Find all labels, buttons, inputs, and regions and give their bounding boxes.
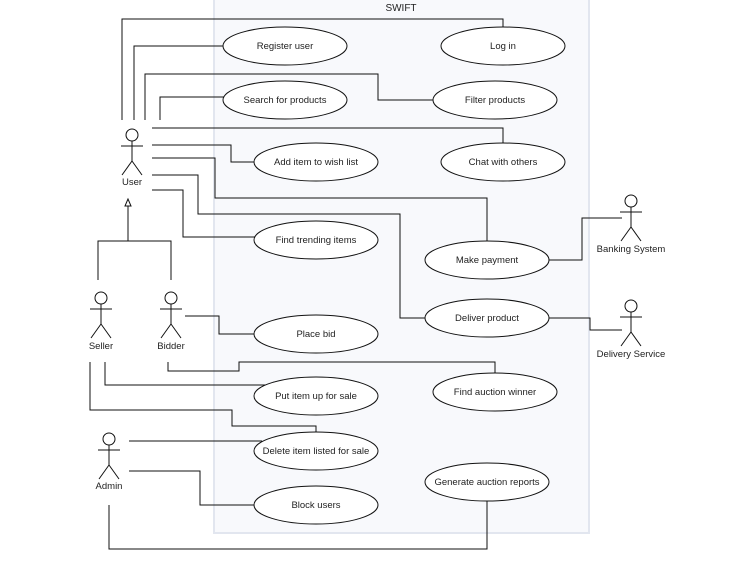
use-case-ellipse [432,372,558,412]
use-case-sale[interactable]: Put item up for sale [253,376,379,416]
stick-figure-icon [620,194,642,242]
association-seller-sale [104,362,268,386]
use-case-ellipse [424,298,550,338]
use-case-label: Register user [257,41,314,52]
use-case-label: Deliver product [455,313,519,324]
actor-label: Delivery Service [597,349,666,360]
use-case-ellipse [253,485,379,525]
association-user-wishlist [152,144,254,163]
actor-seller[interactable]: Seller [89,291,113,352]
association-user-filter [144,73,433,120]
association-user-login [121,18,504,120]
use-case-ellipse [222,80,348,120]
actor-bidder[interactable]: Bidder [157,291,185,352]
actor-label: Seller [89,341,113,352]
use-case-label: Chat with others [469,157,538,168]
actor-label: Bidder [157,341,184,352]
use-case-label: Block users [291,500,340,511]
use-case-ellipse [253,431,379,471]
use-case-register[interactable]: Register user [222,26,348,66]
use-case-label: Find trending items [276,235,357,246]
use-case-label: Make payment [456,255,519,266]
use-case-ellipse [424,240,550,280]
use-case-chat[interactable]: Chat with others [440,142,566,182]
association-user-deliver [152,174,425,319]
association-user-search [159,96,225,120]
use-case-label: Find auction winner [454,387,536,398]
use-case-label: Generate auction reports [434,477,539,488]
use-case-label: Delete item listed for sale [263,446,370,457]
use-case-wishlist[interactable]: Add item to wish list [253,142,379,182]
use-case-label: Log in [490,41,516,52]
association-admin-reports [108,501,488,550]
actor-delivery[interactable]: Delivery Service [597,299,666,360]
use-case-reports[interactable]: Generate auction reports [424,462,550,502]
use-case-label: Place bid [296,329,335,340]
use-case-ellipse [253,376,379,416]
stick-figure-icon [90,291,112,339]
use-case-block[interactable]: Block users [253,485,379,525]
association-admin-block [129,470,254,506]
association-user-trending [152,189,256,238]
use-case-search[interactable]: Search for products [222,80,348,120]
use-case-bid[interactable]: Place bid [253,314,379,354]
use-case-ellipse [253,314,379,354]
actor-label: Admin [96,481,123,492]
system-title: SWIFT [385,3,416,14]
stick-figure-icon [121,128,143,176]
use-case-winner[interactable]: Find auction winner [432,372,558,412]
use-case-filter[interactable]: Filter products [432,80,558,120]
actor-label: Banking System [597,244,666,255]
stick-figure-icon [620,299,642,347]
actor-user[interactable]: User [121,128,143,188]
actor-bank[interactable]: Banking System [597,194,666,255]
generalization-arrow-icon [124,197,132,207]
association-user-chat [152,127,504,143]
use-case-ellipse [440,26,566,66]
use-case-label: Filter products [465,95,525,106]
use-case-login[interactable]: Log in [440,26,566,66]
association-user-register [133,45,223,120]
use-case-ellipse [253,142,379,182]
association-payment-bank [549,217,622,261]
use-case-ellipse [440,142,566,182]
association-user-payment [152,157,488,241]
use-case-label: Put item up for sale [275,391,357,402]
stick-figure-icon [160,291,182,339]
associations [89,18,622,550]
use-case-deliver[interactable]: Deliver product [424,298,550,338]
association-generalization-branch [97,240,172,280]
use-case-label: Search for products [244,95,327,106]
association-bidder-winner [167,361,496,373]
use-case-ellipse [432,80,558,120]
association-seller-delete [89,362,317,432]
use-case-payment[interactable]: Make payment [424,240,550,280]
association-deliver-delivery [549,317,622,331]
actor-label: User [122,177,142,188]
use-case-ellipse [424,462,550,502]
use-case-label: Add item to wish list [274,157,358,168]
association-bidder-bid [185,315,254,335]
use-case-ellipse [222,26,348,66]
use-case-ellipse [253,220,379,260]
use-case-trending[interactable]: Find trending items [253,220,379,260]
use-case-delete[interactable]: Delete item listed for sale [253,431,379,471]
stick-figure-icon [98,432,120,480]
actor-admin[interactable]: Admin [96,432,123,492]
